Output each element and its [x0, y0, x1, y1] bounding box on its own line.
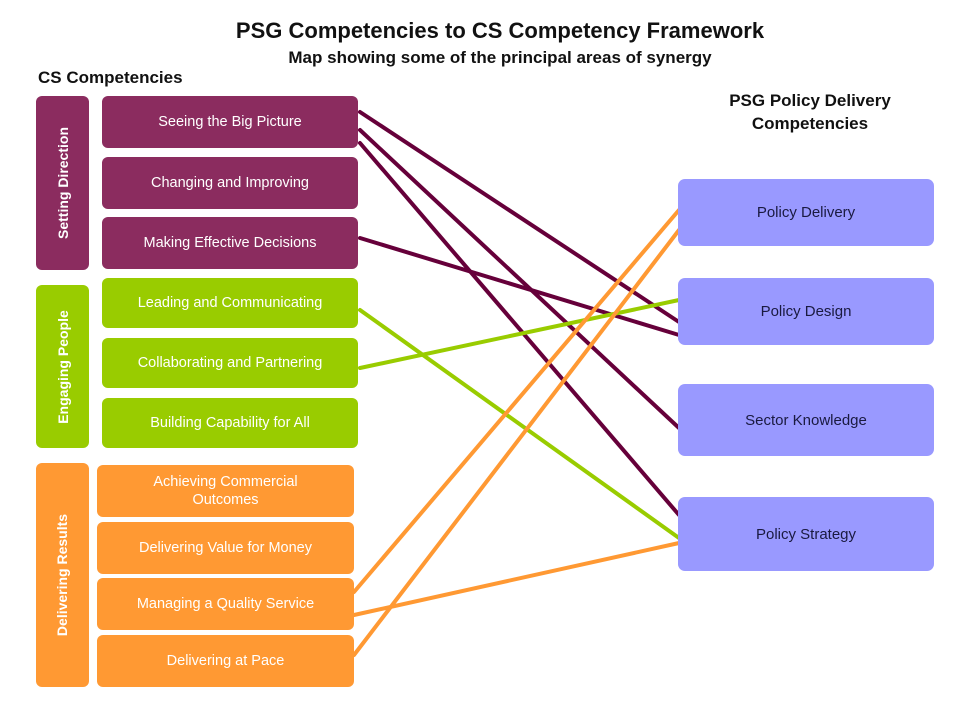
link-quality-service-to-policy-strategy	[352, 541, 681, 617]
cs-leading-and-communicating: Leading and Communicating	[102, 278, 358, 328]
psg-policy-strategy: Policy Strategy	[678, 497, 934, 571]
link-delivering-pace-to-policy-delivery	[352, 228, 681, 657]
psg-policy-design: Policy Design	[678, 278, 934, 345]
cs-managing-a-quality-service: Managing a Quality Service	[97, 578, 354, 630]
link-quality-service-to-policy-delivery	[352, 208, 681, 594]
link-seeing-big-picture-to-sector-knowledge	[358, 128, 681, 430]
link-seeing-big-picture-to-policy-strategy	[358, 141, 681, 517]
psg-sector-knowledge: Sector Knowledge	[678, 384, 934, 456]
cs-making-effective-decisions: Making Effective Decisions	[102, 217, 358, 269]
category-engaging-people-label: Engaging People	[54, 309, 71, 424]
psg-policy-delivery: Policy Delivery	[678, 179, 934, 246]
category-setting-direction: Setting Direction	[36, 96, 89, 270]
category-engaging-people: Engaging People	[36, 285, 89, 448]
cs-building-capability-for-all: Building Capability for All	[102, 398, 358, 448]
category-setting-direction-label: Setting Direction	[54, 126, 71, 240]
cs-delivering-at-pace: Delivering at Pace	[97, 635, 354, 687]
cs-changing-and-improving: Changing and Improving	[102, 157, 358, 209]
category-delivering-results: Delivering Results	[36, 463, 89, 687]
category-delivering-results-label: Delivering Results	[54, 513, 71, 637]
link-collaborating-partnering-to-policy-design	[358, 298, 681, 370]
cs-achieving-commercial-outcomes: Achieving Commercial Outcomes	[97, 465, 354, 517]
link-leading-communicating-to-policy-strategy	[358, 308, 681, 540]
diagram-title: PSG Competencies to CS Competency Framew…	[235, 18, 765, 43]
cs-collaborating-and-partnering: Collaborating and Partnering	[102, 338, 358, 388]
diagram-subtitle: Map showing some of the principal areas …	[288, 48, 712, 67]
link-making-decisions-to-policy-design	[358, 236, 681, 337]
cs-competencies-heading: CS Competencies	[38, 68, 183, 87]
cs-seeing-the-big-picture: Seeing the Big Picture	[102, 96, 358, 148]
psg-competencies-heading: PSG Policy Delivery Competencies	[729, 91, 891, 133]
cs-delivering-value-for-money: Delivering Value for Money	[97, 522, 354, 574]
link-seeing-big-picture-to-policy-design	[358, 110, 681, 324]
